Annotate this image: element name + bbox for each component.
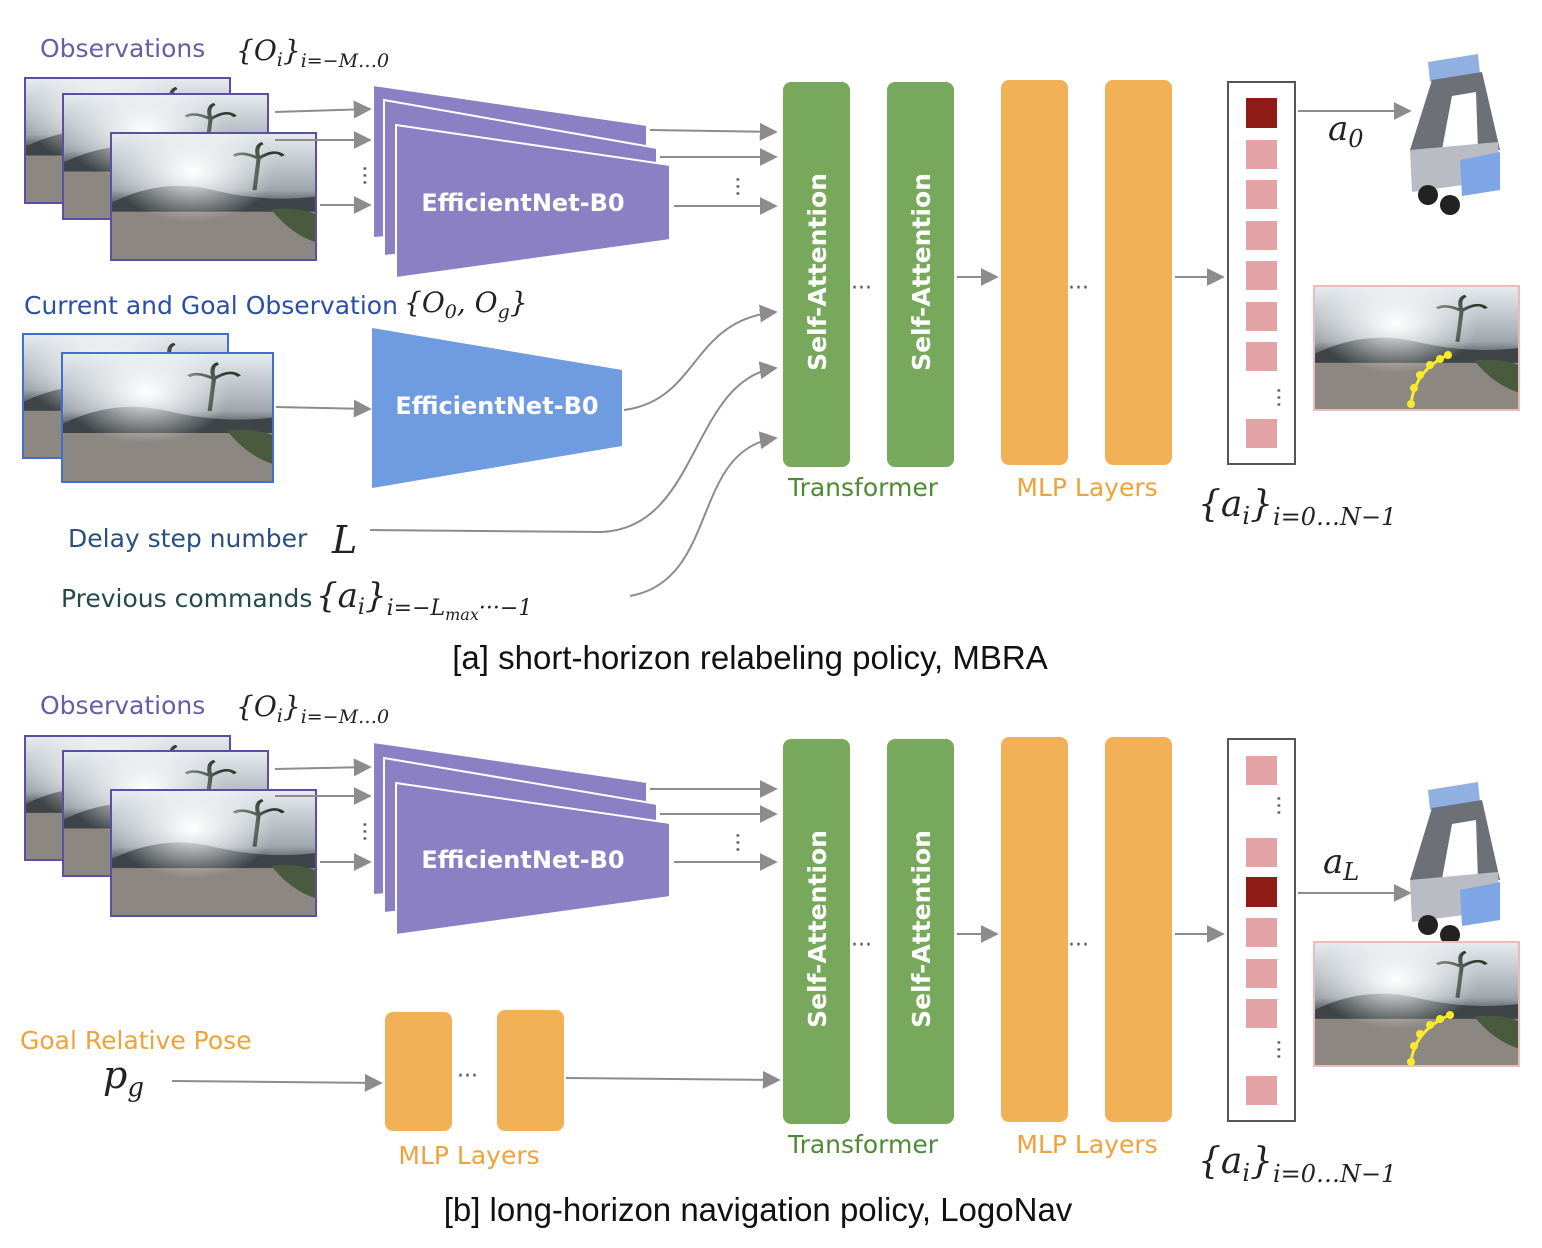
goal-mlp-block-2-b [497, 1010, 564, 1131]
mlp-label-bottom-b: MLP Layers [398, 1141, 539, 1170]
observations-math-a: {Oi}i=−M…0 [236, 34, 389, 72]
encoder-stack-a: EfficientNet-B0 [372, 83, 671, 280]
self-attention-block-1-a [783, 82, 850, 467]
dots-mlp-a: ··· [1068, 276, 1089, 301]
action-math-a: a0 [1328, 109, 1364, 153]
encoder-obs-label-b: EfficientNet-B0 [421, 846, 624, 874]
observation-frames-a [24, 77, 317, 261]
arrow-goal-mlp-out-b [565, 1070, 781, 1089]
dots-transformer-b: ··· [851, 933, 872, 958]
goal-frames-a [22, 333, 274, 483]
current-goal-math-a: {O0, Og} [404, 286, 528, 323]
observation-frames-b [24, 735, 317, 917]
arrow-obs-1-a [274, 100, 372, 119]
vertical-dots-b3: ··· [1265, 795, 1290, 816]
transformer-label-a: Transformer [787, 473, 939, 502]
current-goal-label-a: Current and Goal Observation [24, 291, 398, 320]
robot-icon [1410, 782, 1500, 945]
prev-cmd-label-a: Previous commands [61, 584, 312, 613]
encoder-goal-a [372, 328, 622, 488]
self-attention-label-1-b: Self-Attention [803, 830, 832, 1028]
observations-label-a: Observations [40, 34, 205, 63]
output-token-b [1246, 959, 1277, 988]
camera-frame-icon [110, 132, 317, 261]
goal-mlp-block-1-b [385, 1012, 452, 1131]
output-token-b [1246, 838, 1277, 867]
arrow-goal-in-a [275, 399, 372, 418]
output-token-active-a [1246, 98, 1277, 128]
output-token-a [1246, 140, 1277, 169]
self-attention-label-1-a: Self-Attention [803, 173, 832, 371]
encoder-obs-b [395, 781, 671, 937]
mlp-block-2-a [1105, 80, 1172, 465]
output-token-a [1246, 221, 1277, 250]
encoder-stack-b: EfficientNet-B0 [372, 740, 671, 937]
arrow-goal-out-a [623, 304, 778, 411]
trajectory-preview-icon [1313, 285, 1520, 411]
observations-label-b: Observations [40, 691, 205, 720]
transformer-label-b: Transformer [787, 1130, 939, 1159]
arrow-obs-1-b [274, 758, 372, 777]
output-token-b [1246, 1076, 1277, 1105]
camera-frame-icon [61, 352, 274, 483]
self-attention-label-2-b: Self-Attention [907, 830, 936, 1028]
mlp-block-2-b [1105, 737, 1172, 1122]
observations-math-b: {Oi}i=−M…0 [236, 690, 389, 728]
output-token-b [1246, 918, 1277, 947]
encoder-obs-label-a: EfficientNet-B0 [421, 189, 624, 217]
caption-a: [a] short-horizon relabeling policy, MBR… [452, 639, 1047, 676]
panel-b: Observations {Oi}i=−M…0 ··· EfficientNet… [20, 690, 1520, 1228]
output-token-a [1246, 302, 1277, 331]
caption-b: [b] long-horizon navigation policy, Logo… [444, 1191, 1073, 1228]
vertical-dots-a1: ··· [351, 165, 376, 186]
mlp-label-a: MLP Layers [1016, 473, 1157, 502]
panel-a: Observations {Oi}i=−M…0 ··· EfficientNet… [22, 34, 1520, 676]
mlp-label-top-b: MLP Layers [1016, 1130, 1157, 1159]
goal-pose-math-b: pg [103, 1053, 144, 1103]
output-token-a [1246, 180, 1277, 209]
output-token-b [1246, 999, 1277, 1028]
self-attention-block-1-b [783, 739, 850, 1124]
action-math-b: aL [1323, 842, 1359, 886]
arrow-enc-1-a [649, 122, 778, 141]
output-token-a [1246, 342, 1277, 371]
dots-transformer-a: ··· [851, 276, 872, 301]
robot-icon [1410, 54, 1500, 215]
vertical-dots-b1: ··· [351, 821, 376, 842]
vertical-dots-b2: ··· [724, 832, 749, 853]
output-token-active-b [1246, 877, 1277, 907]
delay-label-a: Delay step number [68, 524, 308, 553]
output-math-a: {ai}i=0…N−1 [1198, 484, 1396, 531]
prev-cmd-math-a: {ai}i=−Lmax···−1 [316, 576, 532, 624]
self-attention-block-2-a [887, 82, 954, 467]
self-attention-label-2-a: Self-Attention [907, 173, 936, 371]
encoder-obs-a [395, 123, 671, 280]
mlp-block-1-a [1001, 80, 1068, 465]
vertical-dots-a3: ··· [1265, 387, 1290, 408]
output-token-a [1246, 261, 1277, 290]
camera-frame-icon [110, 789, 317, 917]
goal-pose-label-b: Goal Relative Pose [20, 1026, 252, 1055]
delay-math-a: L [331, 518, 357, 562]
self-attention-block-2-b [887, 739, 954, 1124]
output-token-a [1246, 419, 1277, 448]
dots-mlp-b: ··· [1068, 933, 1089, 958]
trajectory-preview-icon [1313, 941, 1520, 1067]
arrow-delay-a [369, 361, 778, 534]
output-math-b: {ai}i=0…N−1 [1198, 1141, 1396, 1188]
mlp-block-1-b [1001, 737, 1068, 1122]
vertical-dots-b4: ··· [1265, 1039, 1290, 1060]
vertical-dots-a2: ··· [724, 176, 749, 197]
arrow-goal-pose-b [171, 1073, 383, 1092]
arrow-prev-cmd-a [629, 431, 778, 597]
dots-goal-mlp-b: ··· [457, 1064, 478, 1089]
output-token-b [1246, 756, 1277, 785]
encoder-goal-label-a: EfficientNet-B0 [395, 392, 598, 420]
